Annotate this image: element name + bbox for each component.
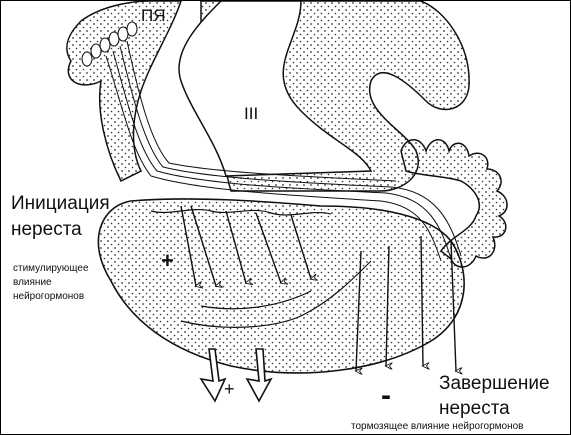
initiation-title-line2: нереста	[11, 219, 82, 241]
stimulating-caption-line3: нейрогормонов	[13, 291, 84, 303]
plus-sign-bottom: +	[224, 379, 235, 400]
completion-title-line1: Завершение	[439, 373, 550, 395]
minus-sign: -	[381, 379, 391, 413]
stimulating-caption-line1: стимулирующее	[13, 263, 89, 275]
adenohypophysis	[98, 199, 464, 373]
py-label: ПЯ	[141, 6, 166, 26]
inhibiting-caption: тормозящее влияние нейрогормонов	[351, 421, 523, 433]
completion-title-line2: нереста	[439, 398, 510, 420]
initiation-title-line1: Инициация	[11, 193, 110, 215]
stimulating-caption-line2: влияние	[13, 277, 52, 289]
plus-sign-left: +	[161, 248, 174, 274]
third-ventricle-label: III	[244, 104, 258, 124]
